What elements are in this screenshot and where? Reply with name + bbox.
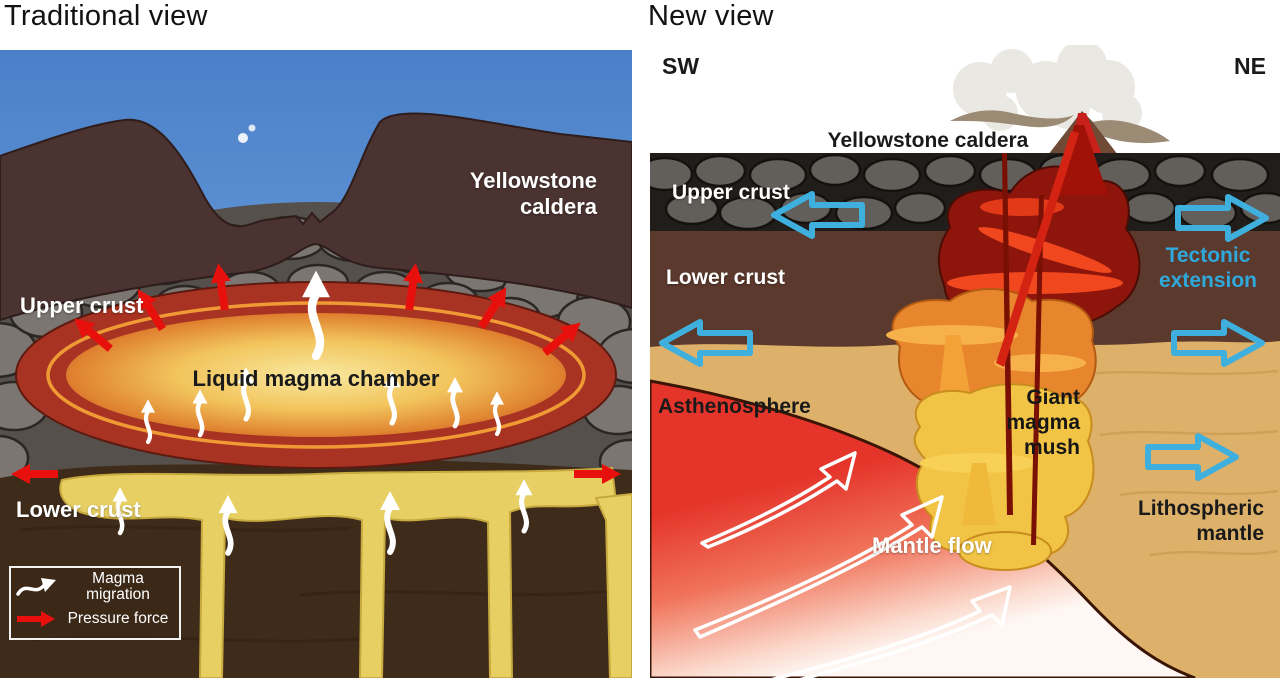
- label-yellowstone-caldera-left: Yellowstone caldera: [469, 168, 597, 219]
- compass-ne: NE: [1234, 53, 1266, 79]
- left-panel-title: Traditional view: [4, 0, 208, 32]
- label-giant-magma-mush: Giant magma mush: [1006, 386, 1080, 459]
- magma-dikes: [59, 466, 618, 678]
- label-liquid-magma-chamber: Liquid magma chamber: [192, 366, 440, 391]
- liquid-magma-chamber: [15, 281, 617, 469]
- legend-magma-migration-label: Magma migration: [86, 570, 150, 604]
- legend-pressure-force-label: Pressure force: [67, 610, 169, 628]
- label-tectonic-extension: Tectonic extension: [1158, 244, 1258, 292]
- label-lower-crust-right: Lower crust: [666, 266, 786, 289]
- legend-box: Magma migration Pressure force: [9, 566, 181, 640]
- land-surface: [950, 110, 1170, 144]
- traditional-view-panel: Yellowstone caldera Upper crust Liquid m…: [0, 50, 632, 678]
- label-asthenosphere: Asthenosphere: [658, 395, 811, 418]
- compass-sw: SW: [662, 53, 700, 79]
- label-mantle-flow: Mantle flow: [872, 533, 992, 558]
- new-view-art: [650, 45, 1280, 678]
- magma-migration-arrow-icon: [16, 578, 56, 597]
- giant-magma-mush: [886, 125, 1141, 571]
- traditional-view-art: [0, 50, 632, 678]
- right-panel-title: New view: [648, 0, 774, 32]
- mantle-flow-arrows: [693, 451, 1012, 678]
- label-yellowstone-caldera-right: Yellowstone caldera: [827, 129, 1029, 152]
- label-upper-crust-right: Upper crust: [672, 181, 790, 204]
- label-lower-crust-left: Lower crust: [16, 497, 141, 522]
- label-lithospheric-mantle: Lithospheric mantle: [1137, 497, 1264, 545]
- new-view-panel: SW NE Yellowstone caldera Upper crust Lo…: [650, 45, 1280, 678]
- caldera-mountains: [0, 112, 632, 322]
- label-upper-crust-left: Upper crust: [20, 293, 144, 318]
- pressure-force-arrow-icon: [17, 611, 55, 628]
